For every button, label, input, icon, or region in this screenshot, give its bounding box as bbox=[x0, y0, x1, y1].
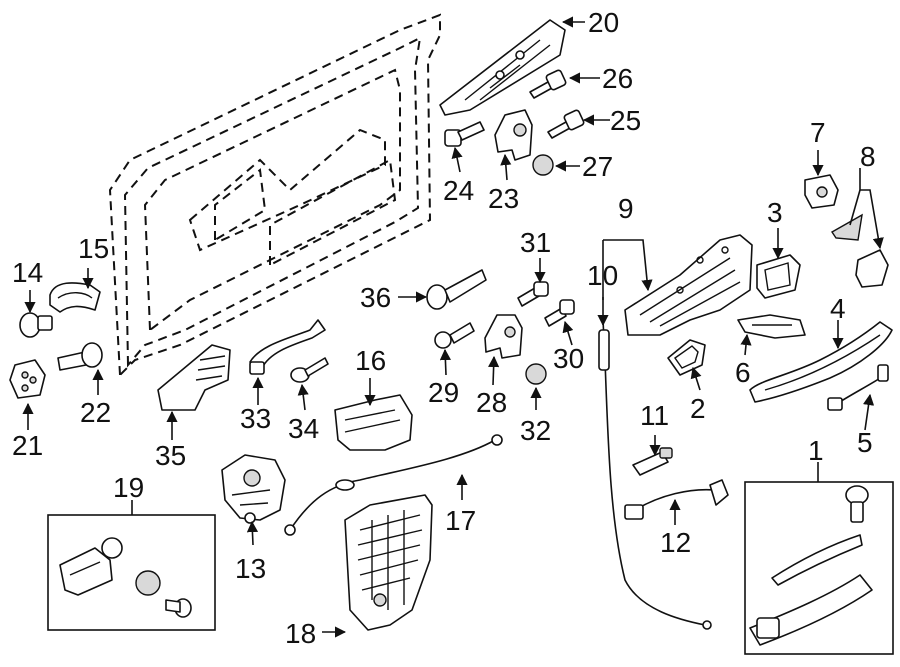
part-34-screw bbox=[290, 357, 329, 383]
part-17-cable bbox=[284, 434, 503, 536]
callout-9: 9 bbox=[618, 193, 634, 224]
callout-11: 11 bbox=[640, 400, 669, 431]
part-15-seal bbox=[49, 282, 101, 313]
part-5-wire bbox=[827, 364, 889, 411]
callout-7: 7 bbox=[810, 117, 826, 148]
part-9-carrier bbox=[624, 234, 753, 336]
part-27-cap bbox=[532, 154, 554, 176]
callout-18: 18 bbox=[285, 618, 316, 649]
part-33-cable bbox=[249, 319, 326, 375]
callout-13: 13 bbox=[235, 553, 266, 584]
part-28-hinge bbox=[484, 314, 523, 359]
callout-6: 6 bbox=[735, 357, 751, 388]
kit-screw bbox=[845, 485, 869, 523]
part-22-stud bbox=[57, 342, 103, 371]
callout-10: 10 bbox=[587, 260, 618, 291]
part-2-bezel bbox=[667, 339, 706, 376]
callout-17: 17 bbox=[445, 505, 476, 536]
callout-23: 23 bbox=[488, 183, 519, 214]
callout-35: 35 bbox=[155, 440, 186, 471]
callout-32: 32 bbox=[520, 415, 551, 446]
part-4-handle bbox=[749, 321, 893, 403]
leaders bbox=[22, 16, 884, 638]
callout-22: 22 bbox=[80, 397, 111, 428]
callout-33: 33 bbox=[240, 403, 271, 434]
callout-20: 20 bbox=[588, 7, 619, 38]
callout-30: 30 bbox=[553, 343, 584, 374]
part-11-clip bbox=[632, 447, 673, 476]
part-23-hinge bbox=[494, 109, 533, 161]
part-24-bolt bbox=[444, 121, 485, 147]
callout-5: 5 bbox=[857, 427, 873, 458]
callout-34: 34 bbox=[288, 413, 319, 444]
callout-36: 36 bbox=[360, 282, 391, 313]
callout-21: 21 bbox=[12, 430, 43, 461]
part-30-bolt bbox=[544, 299, 575, 327]
part-35-weatherstrip bbox=[157, 344, 231, 411]
part-25-bolt bbox=[547, 109, 585, 139]
callout-27: 27 bbox=[582, 151, 613, 182]
part-31-bolt bbox=[517, 281, 549, 307]
callout-15: 15 bbox=[78, 233, 109, 264]
part-26-bolt bbox=[529, 69, 567, 99]
callout-labels: 20 26 25 24 23 27 7 8 9 10 3 4 6 2 5 11 … bbox=[12, 7, 876, 649]
callout-8: 8 bbox=[860, 141, 876, 172]
callout-19: 19 bbox=[113, 472, 144, 503]
screw bbox=[165, 598, 192, 618]
callout-4: 4 bbox=[830, 293, 846, 324]
callout-12: 12 bbox=[660, 527, 691, 558]
callout-2: 2 bbox=[690, 393, 706, 424]
part-10-cable bbox=[598, 319, 712, 630]
callout-16: 16 bbox=[355, 345, 386, 376]
part-13-latch bbox=[221, 454, 286, 524]
part-12-rod bbox=[624, 479, 729, 520]
callout-3: 3 bbox=[767, 197, 783, 228]
part-36-bolt bbox=[426, 269, 487, 310]
callout-28: 28 bbox=[476, 387, 507, 418]
part-29-bolt bbox=[434, 322, 475, 349]
part-3-gasket bbox=[756, 254, 801, 299]
part-14-bumper bbox=[19, 312, 53, 338]
callout-26: 26 bbox=[602, 63, 633, 94]
part-6-sensor bbox=[737, 314, 806, 339]
door-outline bbox=[108, 13, 441, 378]
motor bbox=[59, 537, 123, 596]
part-19-box bbox=[47, 514, 216, 631]
part-7-cylinder bbox=[804, 174, 839, 209]
callout-24: 24 bbox=[443, 175, 474, 206]
callout-25: 25 bbox=[610, 105, 641, 136]
callout-1: 1 bbox=[808, 435, 824, 466]
callout-29: 29 bbox=[428, 377, 459, 408]
part-16-module bbox=[334, 394, 413, 451]
part-8-cover bbox=[831, 213, 889, 288]
callout-31: 31 bbox=[520, 227, 551, 258]
part-18-regulator bbox=[344, 494, 433, 631]
callout-14: 14 bbox=[12, 257, 43, 288]
part-20-bracket bbox=[439, 19, 566, 116]
part-1-box bbox=[744, 481, 894, 655]
part-21-plug bbox=[9, 359, 46, 399]
part-32-cap bbox=[525, 363, 547, 385]
